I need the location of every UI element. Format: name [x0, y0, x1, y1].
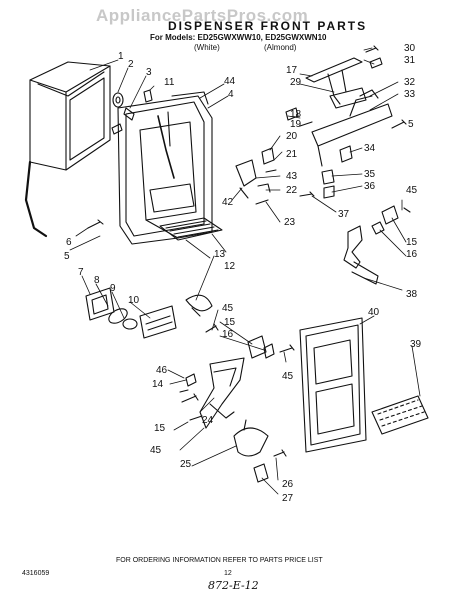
- callout-19: 19: [290, 119, 302, 130]
- callout-4: 4: [228, 89, 234, 100]
- part-gasket-pins: [111, 89, 153, 135]
- callout-45-right: 45: [406, 185, 418, 196]
- callout-27: 27: [282, 493, 294, 504]
- callout-16-mid: 16: [222, 329, 234, 340]
- part-paddle-pivot: [185, 294, 213, 317]
- part-middle-pivot: [205, 323, 275, 359]
- callout-16-right: 16: [406, 249, 418, 260]
- callout-18: 18: [290, 109, 302, 120]
- callout-5-right: 5: [408, 119, 414, 130]
- callout-8: 8: [94, 275, 100, 286]
- callout-15-left: 15: [154, 423, 166, 434]
- callout-43: 43: [286, 171, 298, 182]
- part-dispenser-door: [299, 317, 367, 453]
- callout-12: 12: [224, 261, 236, 272]
- part-solenoid: [321, 145, 353, 199]
- part-springs-pins: [261, 107, 313, 173]
- variant-white: (White): [194, 43, 220, 52]
- callout-6: 6: [66, 237, 72, 248]
- callout-32: 32: [404, 77, 416, 88]
- callout-11: 11: [164, 77, 175, 88]
- callout-45-mid: 45: [222, 303, 234, 314]
- callout-45-door: 45: [282, 371, 294, 382]
- model-numbers: For Models: ED25GWXWW10, ED25GWXWN10: [150, 33, 327, 42]
- callout-33: 33: [404, 89, 416, 100]
- part-actuator-bar: [305, 57, 367, 109]
- leader-lines: [69, 47, 421, 495]
- callout-22: 22: [286, 185, 298, 196]
- variant-almond: (Almond): [264, 43, 297, 52]
- callout-24: 24: [202, 415, 214, 426]
- callout-25: 25: [180, 459, 192, 470]
- watermark: AppliancePartsPros.com: [96, 6, 309, 25]
- diagram-title: DISPENSER FRONT PARTS: [168, 19, 368, 33]
- callout-9: 9: [110, 283, 116, 294]
- callout-42: 42: [222, 197, 234, 208]
- callout-1: 1: [118, 51, 124, 62]
- callout-2: 2: [128, 59, 134, 70]
- callout-36: 36: [364, 181, 376, 192]
- part-water-paddle: [199, 357, 245, 429]
- part-lever-arm: [343, 225, 379, 285]
- ordering-note: FOR ORDERING INFORMATION REFER TO PARTS …: [116, 557, 323, 564]
- callout-5-left: 5: [64, 251, 70, 262]
- part-light-shield: [371, 395, 429, 435]
- callout-37: 37: [338, 209, 350, 220]
- part-dispenser-housing: [117, 91, 213, 245]
- callout-40: 40: [368, 307, 380, 318]
- document-number: 4316059: [22, 570, 50, 577]
- callout-20: 20: [286, 131, 298, 142]
- callout-35: 35: [364, 169, 376, 180]
- part-link-hardware: [235, 159, 315, 205]
- part-switch-hardware: [365, 45, 383, 69]
- callout-15-mid: 15: [224, 317, 236, 328]
- callout-38: 38: [406, 289, 418, 300]
- part-nozzle: [253, 449, 287, 483]
- callout-23: 23: [284, 217, 296, 228]
- part-left-hardware: [179, 373, 203, 421]
- callout-45-left: 45: [150, 445, 162, 456]
- part-drip-grille: [159, 217, 223, 241]
- handwritten-code: 872-E-12: [208, 579, 259, 592]
- part-funnel: [233, 419, 269, 457]
- callout-17: 17: [286, 65, 298, 76]
- page-number: 12: [224, 570, 232, 577]
- callout-7: 7: [78, 267, 84, 278]
- callout-44: 44: [224, 76, 236, 87]
- callout-46: 46: [156, 365, 168, 376]
- part-ice-bin: [24, 61, 111, 238]
- callout-31: 31: [404, 55, 416, 66]
- part-light-assembly: [85, 287, 177, 339]
- callout-34: 34: [364, 143, 376, 154]
- callout-30: 30: [404, 43, 416, 54]
- callout-21: 21: [286, 149, 298, 160]
- part-lever-bracket: [311, 89, 393, 167]
- callout-29: 29: [290, 77, 302, 88]
- callout-13: 13: [214, 249, 226, 260]
- callout-14: 14: [152, 379, 164, 390]
- callout-15-right: 15: [406, 237, 418, 248]
- part-screws: [87, 119, 407, 353]
- part-right-pivot: [371, 205, 411, 235]
- callout-26: 26: [282, 479, 294, 490]
- callout-10: 10: [128, 295, 140, 306]
- callout-3: 3: [146, 67, 152, 78]
- callout-39: 39: [410, 339, 422, 350]
